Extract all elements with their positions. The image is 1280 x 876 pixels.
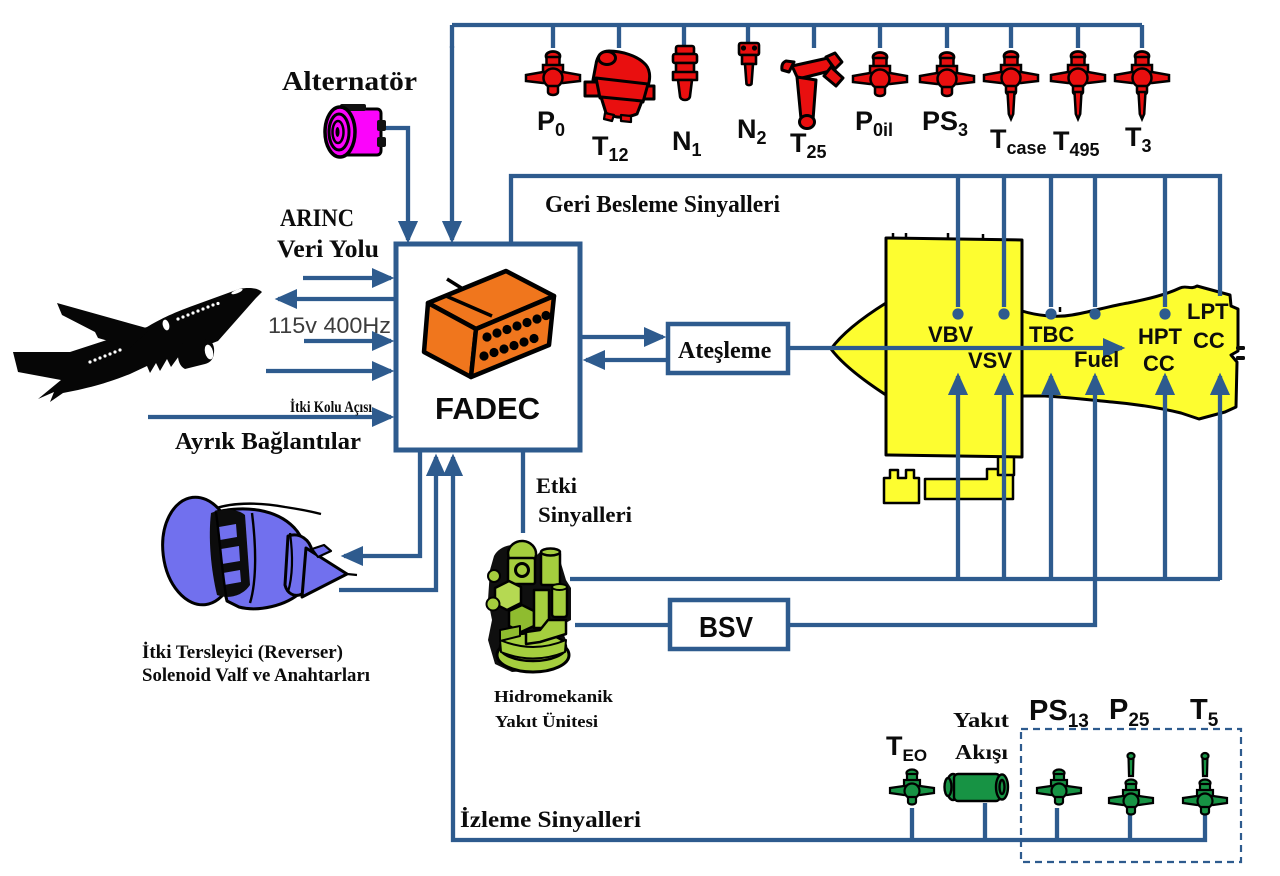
svg-text:CC: CC	[1143, 351, 1175, 376]
svg-text:Fuel: Fuel	[1074, 347, 1119, 372]
svg-text:Ateşleme: Ateşleme	[678, 338, 772, 364]
svg-text:FADEC: FADEC	[435, 391, 540, 426]
svg-text:Veri Yolu: Veri Yolu	[277, 236, 379, 263]
svg-text:Yakıt Ünitesi: Yakıt Ünitesi	[495, 712, 598, 731]
svg-text:Sinyalleri: Sinyalleri	[538, 502, 632, 527]
svg-text:Solenoid Valf ve Anahtarları: Solenoid Valf ve Anahtarları	[142, 665, 370, 686]
svg-text:Etki: Etki	[536, 473, 577, 498]
svg-text:Alternatör: Alternatör	[282, 66, 417, 96]
svg-text:İtki Tersleyici (Reverser): İtki Tersleyici (Reverser)	[142, 642, 343, 663]
svg-text:İtki Kolu Açısı: İtki Kolu Açısı	[290, 397, 372, 416]
svg-text:115v 400Hz: 115v 400Hz	[268, 313, 391, 338]
svg-text:Hidromekanik: Hidromekanik	[494, 687, 614, 706]
svg-text:Akışı: Akışı	[955, 740, 1008, 764]
svg-text:TBC: TBC	[1029, 322, 1074, 347]
svg-text:BSV: BSV	[699, 612, 754, 644]
svg-text:ARINC: ARINC	[280, 205, 354, 232]
svg-text:LPT: LPT	[1187, 299, 1229, 324]
svg-text:İzleme Sinyalleri: İzleme Sinyalleri	[460, 807, 642, 832]
svg-text:Geri Besleme Sinyalleri: Geri Besleme Sinyalleri	[545, 192, 780, 218]
svg-text:Ayrık Bağlantılar: Ayrık Bağlantılar	[175, 429, 361, 455]
svg-text:HPT: HPT	[1138, 324, 1183, 349]
svg-text:VBV: VBV	[928, 322, 974, 347]
svg-text:P0il: P0il	[855, 106, 893, 140]
svg-text:VSV: VSV	[968, 348, 1012, 373]
svg-text:CC: CC	[1193, 328, 1225, 353]
svg-text:Yakıt: Yakıt	[953, 708, 1009, 732]
